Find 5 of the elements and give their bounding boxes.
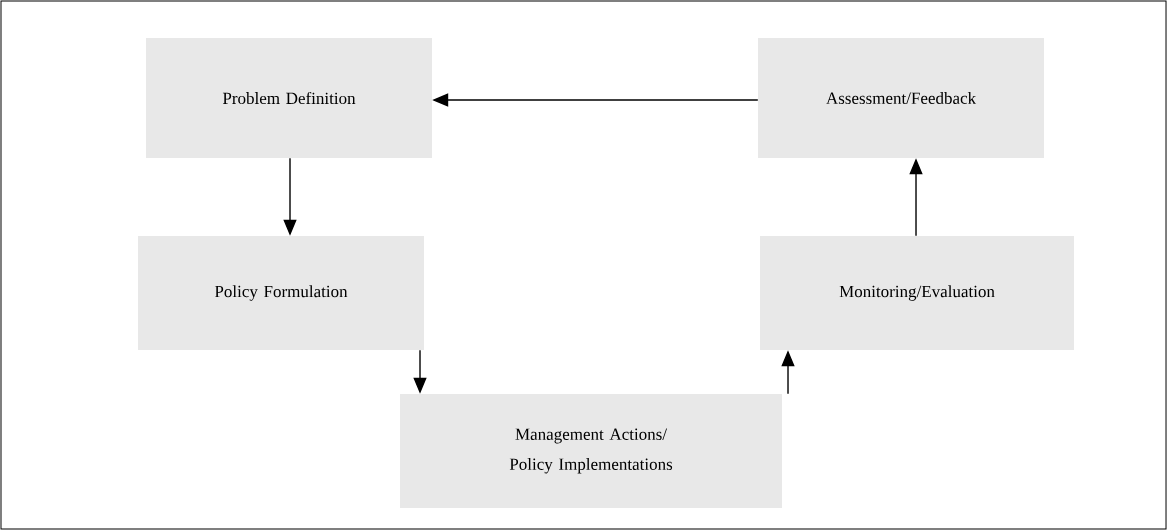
process-box: Assessment/Feedback bbox=[758, 38, 1044, 158]
process-box: Policy Formulation bbox=[138, 236, 424, 350]
process-box: Monitoring/Evaluation bbox=[760, 236, 1074, 350]
process-box: Management Actions/ Policy Implementations bbox=[400, 394, 782, 508]
process-box: Problem Definition bbox=[146, 38, 432, 158]
